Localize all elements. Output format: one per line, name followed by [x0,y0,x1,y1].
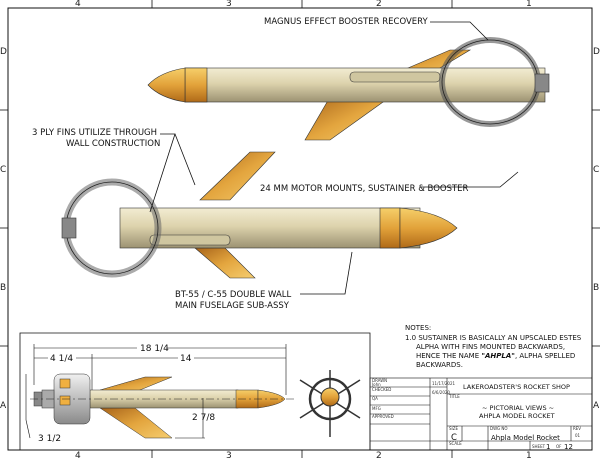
lower-launch-lug [149,234,231,246]
zone-row-a-right: A [593,401,600,411]
title-block [369,377,593,451]
tb-title-label: TITLE [448,394,460,399]
tb-sheet: 1 [546,443,550,451]
tb-rev: 01 [575,433,581,438]
callout-fuselage-line2: MAIN FUSELAGE SUB-ASSY [175,301,290,311]
lower-motor-mount [61,217,77,239]
zone-col-2-bottom: 2 [376,451,382,458]
tb-title-line2: AHPLA MODEL ROCKET [479,412,555,420]
tb-mfg-label: MFG [372,406,381,411]
zone-row-b-left: B [0,283,6,293]
zone-col-3-bottom: 3 [226,451,232,458]
tb-sheets: 12 [564,443,573,451]
callout-leaders [149,21,519,295]
zone-col-1-bottom: 1 [526,451,532,458]
lower-coupler [379,207,401,249]
tb-size: C [451,433,457,443]
dim-bg [48,353,76,363]
tb-drawn-label: DRAWN [372,378,387,383]
lower-fin-upper [199,151,276,201]
zone-row-b-right: B [593,283,599,293]
dim-overall-length: 18 1/4 [140,344,169,354]
notes-line2: ALPHA WITH FINS MOUNTED BACKWARDS, [416,343,565,351]
dim-bg [137,342,167,353]
tb-dwg-no: Ahpla Model Rocket [491,434,560,442]
callout-fins-line2: WALL CONSTRUCTION [66,139,160,149]
callout-fins-line1: 3 PLY FINS UTILIZE THROUGH [32,128,157,138]
tb-rev-label: REV [573,426,581,431]
notes-block: NOTES: 1.0 SUSTAINER IS BASICALLY AN UPS… [405,324,582,369]
zone-row-a-left: A [0,401,7,411]
tb-of-label: OF [556,444,562,449]
callout-fuselage-line1: BT-55 / C-55 DOUBLE WALL [175,290,292,300]
inset-side-view [30,373,295,439]
notes-line3: HENCE THE NAME "AHPLA", ALPHA SPELLED [416,352,575,360]
zone-row-c-right: C [593,165,599,175]
zone-col-2-top: 2 [376,0,382,9]
zone-col-1-top: 1 [526,0,532,9]
lower-fin-lower [194,247,256,279]
zone-col-4-top: 4 [75,0,81,9]
notes-heading: NOTES: [405,324,431,332]
upper-nose-cone [147,67,186,103]
lower-nose-cone [399,207,458,249]
tb-company: LAKEROADSTER'S ROCKET SHOP [463,383,570,391]
tb-approved-label: APPROVED [372,414,394,419]
upper-motor-mount [534,73,550,93]
dim-booster-length: 4 1/4 [50,354,73,364]
tb-drawn-by: John [371,382,381,387]
lower-rocket-view [61,151,458,279]
zone-row-d-right: D [593,47,600,57]
dim-cage-diameter: 3 1/2 [38,434,61,444]
tb-checked-label: CHECKED [372,387,391,392]
notes-line1: 1.0 SUSTAINER IS BASICALLY AN UPSCALED E… [405,334,582,342]
callout-magnus-recovery: MAGNUS EFFECT BOOSTER RECOVERY [264,17,429,27]
tb-sheet-label: SHEET [532,444,546,449]
notes-line4: BACKWARDS. [416,361,463,369]
tb-drawn-date: 11/17/2021 [432,381,456,386]
tb-size-label: SIZE [449,426,458,431]
tb-dwg-label: DWG NO [490,426,508,431]
upper-coupler [184,67,208,103]
zone-col-3-top: 3 [226,0,232,9]
sheet-border [7,7,593,451]
dim-sustainer-length: 14 [180,354,192,364]
zone-row-d-left: D [0,47,7,57]
zone-row-c-left: C [0,165,6,175]
tb-qa-label: QA [372,396,378,401]
upper-fin-lower [304,96,391,141]
dim-bg [178,353,194,363]
dim-fin-span: 2 7/8 [192,413,215,423]
upper-launch-lug [349,71,441,83]
inset-end-view [299,370,361,437]
zone-col-4-bottom: 4 [75,451,81,458]
upper-rocket-view [147,37,550,141]
tb-title-line1: ~ PICTORIAL VIEWS ~ [482,404,554,412]
tb-scale-label: SCALE [449,441,462,446]
callout-motor-mounts: 24 MM MOTOR MOUNTS, SUSTAINER & BOOSTER [260,184,469,194]
tb-checked-date: 6/6/2020 [432,390,450,395]
